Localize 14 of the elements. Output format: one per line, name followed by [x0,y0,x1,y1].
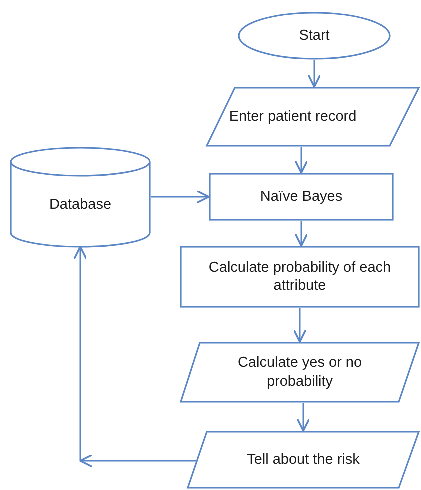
node-label: Calculate yes or no probability [236,354,364,391]
node-label: Tell about the risk [247,450,360,470]
node-label: Enter patient record [229,108,357,126]
node-label: Start [299,26,330,46]
arrow [294,221,308,247]
node-label: Calculate probability of each attribute [208,258,392,296]
node-label: Database [49,196,112,215]
arrow [74,247,197,467]
node-label: Naïve Bayes [260,188,343,206]
arrow [296,403,310,432]
arrow [293,308,307,343]
arrow [308,60,322,88]
arrow [294,147,308,174]
arrow [151,190,210,204]
